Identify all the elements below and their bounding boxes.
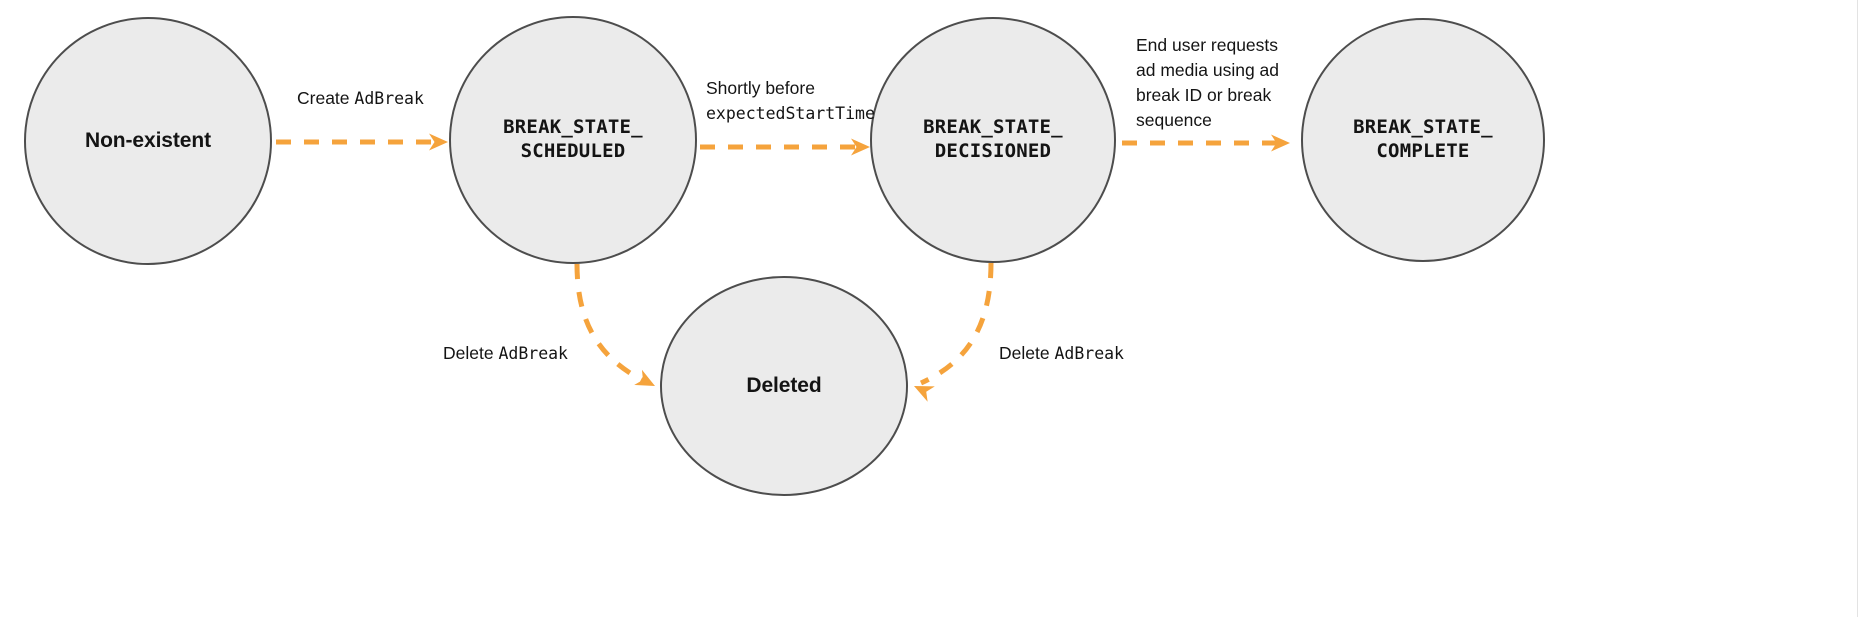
state-node-break-state-decisioned[interactable]: BREAK_STATE_ DECISIONED [870, 17, 1116, 263]
state-node-break-state-scheduled[interactable]: BREAK_STATE_ SCHEDULED [449, 16, 697, 264]
arrowhead-delete-adbreak-from-scheduled [634, 369, 655, 386]
arrowhead-create-adbreak [429, 133, 448, 151]
arrowhead-delete-adbreak-from-decisioned [914, 386, 935, 402]
state-node-label-break-state-complete: BREAK_STATE_ COMPLETE [1353, 116, 1493, 162]
state-node-label-break-state-decisioned: BREAK_STATE_ DECISIONED [923, 116, 1063, 162]
state-node-label-deleted: Deleted [746, 373, 822, 397]
state-node-break-state-complete[interactable]: BREAK_STATE_ COMPLETE [1301, 18, 1545, 262]
state-node-non-existent[interactable]: Non-existent [24, 17, 272, 265]
state-node-deleted[interactable]: Deleted [660, 276, 908, 496]
state-node-label-non-existent: Non-existent [85, 128, 211, 152]
edge-path-delete-adbreak-from-decisioned [919, 262, 994, 386]
edge-path-delete-adbreak-from-scheduled [574, 263, 650, 386]
arrowhead-end-user-requests-ad-media [1271, 134, 1290, 152]
state-node-label-break-state-scheduled: BREAK_STATE_ SCHEDULED [503, 116, 643, 162]
arrowhead-shortly-before-expected-start-time [851, 138, 870, 156]
